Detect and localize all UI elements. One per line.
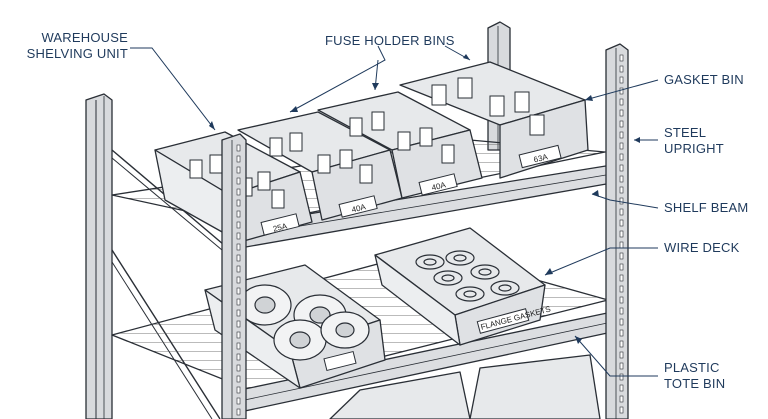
callout-fuse-holder-bins: FUSE HOLDER BINS [325,33,455,48]
upright-slot [619,274,624,282]
upright-slot [236,408,241,416]
upright-slot [619,153,624,161]
upright-slot [236,232,241,240]
bin-label-63a: 63A [533,152,550,164]
callout-plastic-tote-bin: PLASTIC TOTE BIN [664,360,725,392]
upright-slot [619,164,624,172]
leader-arrowheads [209,54,640,344]
upright-slot [619,285,624,293]
upright-slot [619,230,624,238]
upright-slot [236,199,241,207]
upright-slot [619,76,624,84]
fuse-bin-2: 40A [237,111,403,221]
callout-shelf-beam: SHELF BEAM [664,200,749,215]
callout-steel-line1: STEEL [664,125,707,140]
callout-warehouse-line2: SHELVING UNIT [26,46,128,61]
upright-slot [236,386,241,394]
upright-slot [619,197,624,205]
upright-slot [619,87,624,95]
bottom-bins [329,354,601,419]
callout-gasket-bin: GASKET BIN [664,72,744,87]
upright-slot [236,342,241,350]
upright-slot [619,131,624,139]
upright-slot [236,254,241,262]
upright-slot [619,142,624,150]
callout-tote-line2: TOTE BIN [664,376,726,391]
upright-slot [236,287,241,295]
upright-slot [236,188,241,196]
upright-slot [619,362,624,370]
upright-slot [236,397,241,405]
upright-slot [619,98,624,106]
upright-slot [236,276,241,284]
upright-slot [236,177,241,185]
leader-lines [130,45,659,377]
upright-slot [619,406,624,414]
upright-slot [619,54,624,62]
upright-slot [236,166,241,174]
upright-slot [236,155,241,163]
upright-slot [619,109,624,117]
bin-label-40a-2: 40A [431,180,448,192]
steel-upright [605,43,629,419]
gasket-bin: FLANGE GASKETS [374,227,552,346]
upright-slot [619,307,624,315]
upright-slot [619,329,624,337]
upright-slot [619,296,624,304]
left-upright [85,93,113,419]
callout-steel-upright: STEEL UPRIGHT [664,125,724,157]
upright-slot [619,395,624,403]
callout-warehouse-shelving-unit: WAREHOUSE SHELVING UNIT [20,30,128,62]
upright-slot [619,384,624,392]
upright-slot [619,340,624,348]
upright-slot [236,221,241,229]
callout-warehouse-line1: WAREHOUSE [41,30,128,45]
upright-slot [619,65,624,73]
upright-slot [619,351,624,359]
bin-label-25a: 25A [272,221,289,233]
upright-slot [236,375,241,383]
upright-slot [619,252,624,260]
upright-slot [619,263,624,271]
fuse-bin-3: 40A [317,91,483,199]
upright-slot [236,320,241,328]
upright-slot [619,241,624,249]
upright-slot [236,331,241,339]
upright-slot [236,243,241,251]
upright-slot [619,175,624,183]
upright-slot [236,144,241,152]
fuse-bin-1: 25A [154,131,313,243]
upright-slot [619,373,624,381]
upright-slot [236,298,241,306]
upright-slot [619,208,624,216]
upright-slot [236,265,241,273]
callout-tote-line1: PLASTIC [664,360,720,375]
front-left-upright [221,133,247,419]
fuse-bin-4: 63A [399,61,589,179]
upright-slot [236,309,241,317]
upright-slot [619,219,624,227]
callout-steel-line2: UPRIGHT [664,141,724,156]
bin-label-40a-1: 40A [351,202,368,214]
upright-slot [236,210,241,218]
upright-slot [619,186,624,194]
upright-slot [619,318,624,326]
upright-slot [236,353,241,361]
upright-slot [619,120,624,128]
upright-slot [236,364,241,372]
callout-wire-deck: WIRE DECK [664,240,740,255]
